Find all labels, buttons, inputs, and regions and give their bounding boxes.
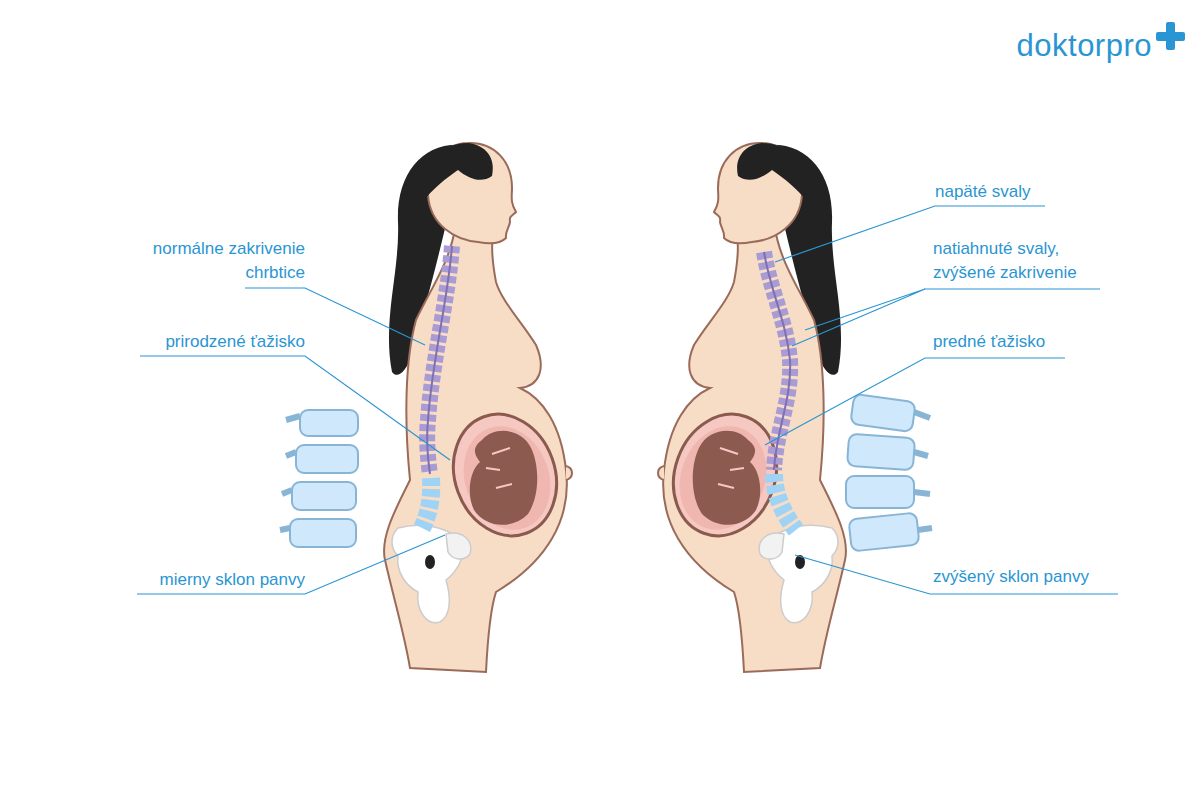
callout-label: zvýšený sklon panvy <box>933 565 1143 589</box>
callout-label: napäté svaly <box>935 180 1095 204</box>
callout-label: natiahnuté svaly, zvýšené zakrivenie <box>933 237 1111 285</box>
callout-label: prirodzené ťažisko <box>105 330 305 354</box>
pregnant-figure <box>384 143 573 672</box>
callout-label: mierny sklon panvy <box>105 568 305 592</box>
logo-plus <box>1156 22 1185 50</box>
spine <box>422 246 796 530</box>
callout-label: predné ťažisko <box>933 330 1103 354</box>
pregnant-figure <box>657 143 846 672</box>
logo-text: doktorpro <box>1017 28 1152 64</box>
callout-label: normálne zakrivenie chrbtice <box>115 237 305 285</box>
